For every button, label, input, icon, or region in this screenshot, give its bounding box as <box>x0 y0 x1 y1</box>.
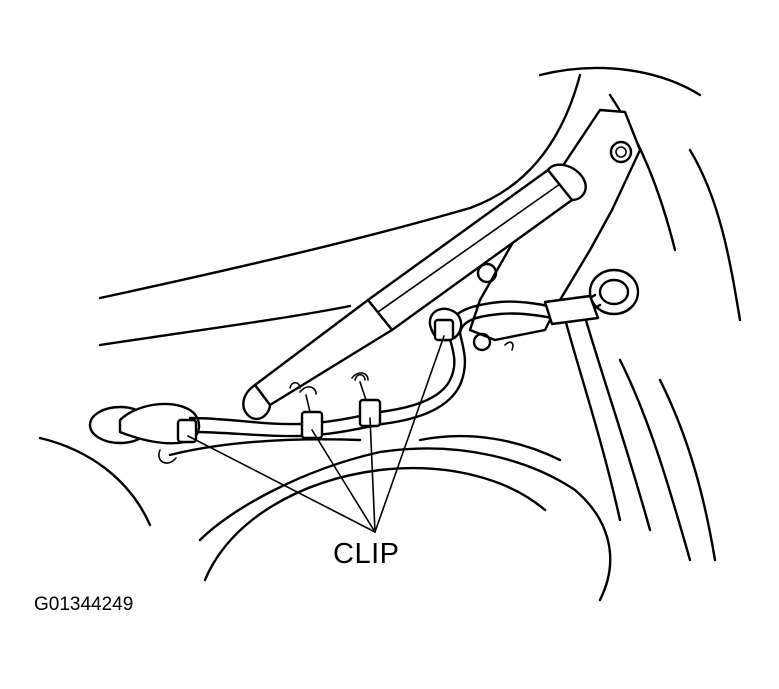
clip-left <box>176 418 198 444</box>
figure-id: G01344249 <box>34 594 134 615</box>
clip-right <box>433 318 455 342</box>
gas-strut <box>242 163 587 421</box>
clip-callout-label: CLIP <box>333 538 400 570</box>
hinge-bracket <box>468 108 642 352</box>
fastener-holes <box>158 373 366 464</box>
grommet-right <box>588 268 640 316</box>
clip-middle-right <box>351 372 382 428</box>
clip-middle-left <box>299 386 324 440</box>
clip-leader-lines <box>187 335 445 533</box>
